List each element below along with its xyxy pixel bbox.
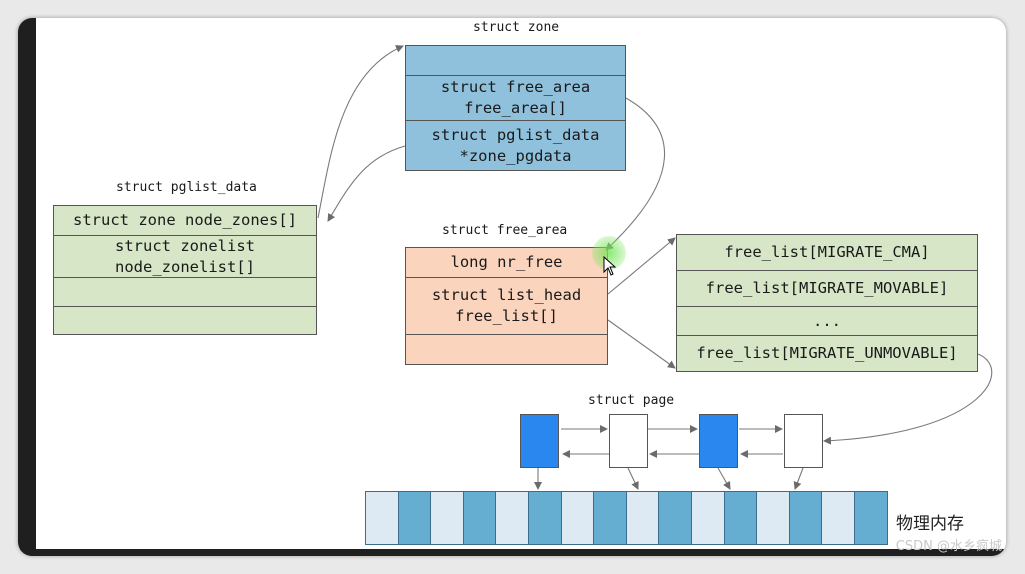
memory-cell <box>495 491 529 545</box>
memory-cell <box>430 491 464 545</box>
window-left-edge <box>18 18 36 556</box>
pglist-caption: struct pglist_data <box>116 180 257 195</box>
pglist-struct: struct zone node_zones[] struct zonelist… <box>53 205 317 335</box>
memory-cell <box>560 491 595 545</box>
zone-row-free-area: struct free_area free_area[] <box>406 76 625 121</box>
arrow-free-list-to-cma <box>607 237 676 295</box>
free-list-unmovable: free_list[MIGRATE_UNMOVABLE] <box>696 344 958 362</box>
memory-cell <box>723 491 758 545</box>
page-node-4 <box>784 414 823 468</box>
arrow-page4-to-mem <box>793 467 804 490</box>
arrow-page2-to-mem <box>627 467 639 490</box>
physical-memory-label: 物理内存 <box>896 514 964 534</box>
mouse-cursor-icon <box>603 256 617 276</box>
arrow-node-zones-to-zone <box>317 45 404 219</box>
window-bottom-edge <box>18 549 1006 556</box>
arrow-free-area-to-struct <box>605 97 666 251</box>
free-area-caption: struct free_area <box>442 223 568 238</box>
arrow-page3-to-mem <box>717 467 731 490</box>
memory-cell <box>462 491 497 545</box>
pglist-row-zonelist: struct zonelist node_zonelist[] <box>54 236 316 278</box>
pglist-row-node-zones: struct zone node_zones[] <box>54 206 316 236</box>
page-node-3 <box>699 414 738 468</box>
arrow-unmovable-to-page <box>823 353 993 445</box>
free-area-row-nr-free: long nr_free <box>406 248 607 278</box>
memory-cell <box>625 491 660 545</box>
slide-canvas: struct zone struct free_area free_area[]… <box>18 18 1006 556</box>
zone-row-pgdata: struct pglist_data *zone_pgdata <box>431 125 600 165</box>
page-node-2 <box>609 414 648 468</box>
arrow-zone-pgdata-to-pglist <box>327 145 406 222</box>
arrow-free-list-to-unmovable <box>607 319 676 369</box>
free-list-movable: free_list[MIGRATE_MOVABLE] <box>677 271 977 307</box>
pglist-row-empty-1 <box>54 278 316 307</box>
memory-cell <box>756 491 790 545</box>
zone-struct: struct free_area free_area[] struct pgli… <box>405 45 626 171</box>
memory-cell <box>788 491 823 545</box>
memory-cell <box>593 491 627 545</box>
zone-caption: struct zone <box>473 20 560 35</box>
page-caption: struct page <box>588 393 675 408</box>
page-node-1 <box>520 414 559 468</box>
connector-arrows <box>317 45 993 490</box>
free-area-row-free-list: struct list_head free_list[] <box>406 278 607 335</box>
memory-cell <box>365 491 399 545</box>
free-area-struct: long nr_free struct list_head free_list[… <box>405 247 608 365</box>
free-list-array: free_list[MIGRATE_CMA] free_list[MIGRATE… <box>676 234 978 372</box>
free-list-ellipsis: ... <box>677 307 977 336</box>
memory-cell <box>854 491 888 545</box>
watermark: CSDN @水乡疯城 <box>895 539 1002 554</box>
free-list-cma: free_list[MIGRATE_CMA] <box>677 235 977 271</box>
zone-row-empty <box>406 46 625 76</box>
memory-cell <box>658 491 692 545</box>
